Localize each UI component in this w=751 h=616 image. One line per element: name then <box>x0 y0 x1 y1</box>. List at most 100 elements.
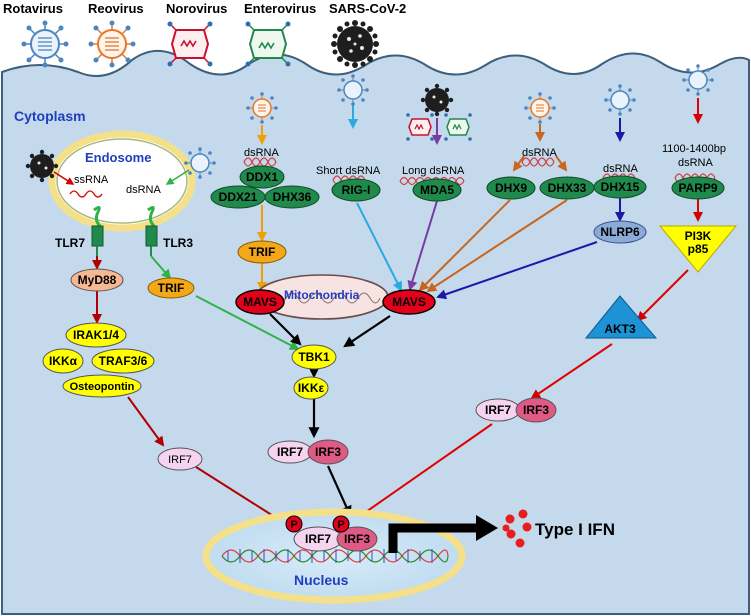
svg-text:IRF3: IRF3 <box>344 532 370 546</box>
ssrna-label: ssRNA <box>74 174 109 186</box>
svg-text:Osteopontin: Osteopontin <box>70 381 135 393</box>
endosome-dsrna-label: dsRNA <box>126 184 162 196</box>
mitochondria-label: Mitochondria <box>284 288 360 302</box>
irf3-right-node: IRF3 <box>515 397 557 423</box>
sars-cov-2-icon <box>331 20 379 68</box>
irf7-nucleus-node: IRF7 <box>293 526 343 552</box>
ddx1-node: DDX1 <box>239 165 285 189</box>
svg-text:DHX36: DHX36 <box>273 190 312 204</box>
rotavirus-small-icon <box>184 147 216 179</box>
transcription-arrow <box>388 523 478 553</box>
dhx15-node: DHX15 <box>593 175 647 199</box>
rotavirus-label: Rotavirus <box>3 1 63 16</box>
reovirus-small-icon-dhx <box>524 92 556 124</box>
trif-left-node: TRIF <box>147 277 195 299</box>
phospho-irf7-badge: P <box>285 515 303 533</box>
svg-text:P: P <box>337 519 344 531</box>
mavs-left-node: MAVS <box>235 289 285 315</box>
svg-text:IRF3: IRF3 <box>523 403 549 417</box>
endosome <box>48 130 196 232</box>
long-dsrna-label: Long dsRNA <box>402 165 465 177</box>
traf-node: TRAF3/6 <box>91 348 155 374</box>
svg-text:TRAF3/6: TRAF3/6 <box>99 354 148 368</box>
ifn-dots <box>502 509 532 548</box>
phospho-irf3-badge: P <box>332 515 350 533</box>
irf7-mid-node: IRF7 <box>267 440 313 464</box>
sars-cov-2-label: SARS-CoV-2 <box>329 1 406 16</box>
enterovirus-label: Enterovirus <box>244 1 316 16</box>
akt3-node: AKT3 <box>584 295 658 339</box>
svg-text:DHX9: DHX9 <box>495 181 527 195</box>
svg-text:IRF7: IRF7 <box>485 403 511 417</box>
norovirus-small-icon <box>406 113 434 141</box>
dhx36-node: DHX36 <box>264 185 320 209</box>
irf3-nucleus-node: IRF3 <box>336 526 378 552</box>
rotavirus-small-icon-dhx15 <box>604 84 636 116</box>
irf7-left-node: IRF7 <box>157 447 203 471</box>
reovirus-icon <box>88 20 136 68</box>
svg-text:RIG-I: RIG-I <box>342 183 371 197</box>
cytoplasm-label: Cytoplasm <box>14 108 86 124</box>
tlr7-label: TLR7 <box>55 236 85 250</box>
svg-text:MyD88: MyD88 <box>78 273 117 287</box>
sars-mda5-icon <box>420 83 454 117</box>
nucleus <box>202 508 466 604</box>
ikke-node: IKKε <box>293 376 329 400</box>
norovirus-label: Norovirus <box>166 1 227 16</box>
svg-text:IRF3: IRF3 <box>315 445 341 459</box>
svg-text:DDX21: DDX21 <box>219 190 258 204</box>
enterovirus-icon <box>245 21 291 67</box>
parp9-dsrna-label: dsRNA <box>678 157 714 169</box>
svg-text:NLRP6: NLRP6 <box>600 225 640 239</box>
ssrna-strand <box>69 190 103 198</box>
ddx-dsrna-label: dsRNA <box>244 147 280 159</box>
dhx9-dsrna-label: dsRNA <box>522 147 558 159</box>
dhx9-node: DHX9 <box>486 176 536 200</box>
reovirus-small-icon <box>246 92 278 124</box>
svg-text:MDA5: MDA5 <box>420 183 454 197</box>
enterovirus-small-icon <box>444 113 472 141</box>
svg-text:P: P <box>290 519 297 531</box>
endosome-label: Endosome <box>85 150 151 165</box>
svg-text:IKKε: IKKε <box>298 381 325 395</box>
irf3-mid-node: IRF3 <box>307 439 349 465</box>
pi3k-node: PI3K p85 <box>658 225 738 273</box>
svg-text:TRIF: TRIF <box>249 245 276 259</box>
mavs-right-node: MAVS <box>382 289 436 315</box>
svg-text:DDX1: DDX1 <box>246 170 278 184</box>
svg-text:PARP9: PARP9 <box>678 181 717 195</box>
svg-text:IRAK1/4: IRAK1/4 <box>73 328 119 342</box>
svg-text:PI3K: PI3K <box>685 229 712 243</box>
nlrp6-node: NLRP6 <box>593 220 647 244</box>
svg-text:IKKα: IKKα <box>49 354 78 368</box>
irak-node: IRAK1/4 <box>65 322 127 348</box>
rotavirus-small-icon-parp9 <box>682 64 714 96</box>
short-dsrna-label: Short dsRNA <box>316 165 381 177</box>
tlr7-receptor <box>91 205 104 256</box>
nucleus-label: Nucleus <box>294 572 349 588</box>
type1-ifn-label: Type I IFN <box>535 520 615 539</box>
tlr3-receptor <box>145 205 158 256</box>
tbk1-node: TBK1 <box>291 344 337 370</box>
dhx33-node: DHX33 <box>539 176 595 200</box>
mda5-node: MDA5 <box>412 178 462 202</box>
svg-text:IRF7: IRF7 <box>277 445 303 459</box>
svg-text:IRF7: IRF7 <box>305 532 331 546</box>
irf7-right-node: IRF7 <box>475 398 521 422</box>
rigi-node: RIG-I <box>331 178 381 202</box>
svg-text:DHX33: DHX33 <box>548 181 587 195</box>
svg-text:DHX15: DHX15 <box>601 180 640 194</box>
sars-small-icon <box>25 149 59 183</box>
svg-text:TRIF: TRIF <box>158 281 185 295</box>
rotavirus-icon <box>21 20 69 68</box>
parp9-node: PARP9 <box>671 176 725 200</box>
tlr3-label: TLR3 <box>163 236 193 250</box>
svg-text:MAVS: MAVS <box>243 295 277 309</box>
svg-text:TBK1: TBK1 <box>298 350 330 364</box>
trif-mid-node: TRIF <box>237 240 287 264</box>
ddx21-node: DDX21 <box>210 185 266 209</box>
ikka-node: IKKα <box>42 348 84 374</box>
osteopontin-node: Osteopontin <box>62 374 142 398</box>
